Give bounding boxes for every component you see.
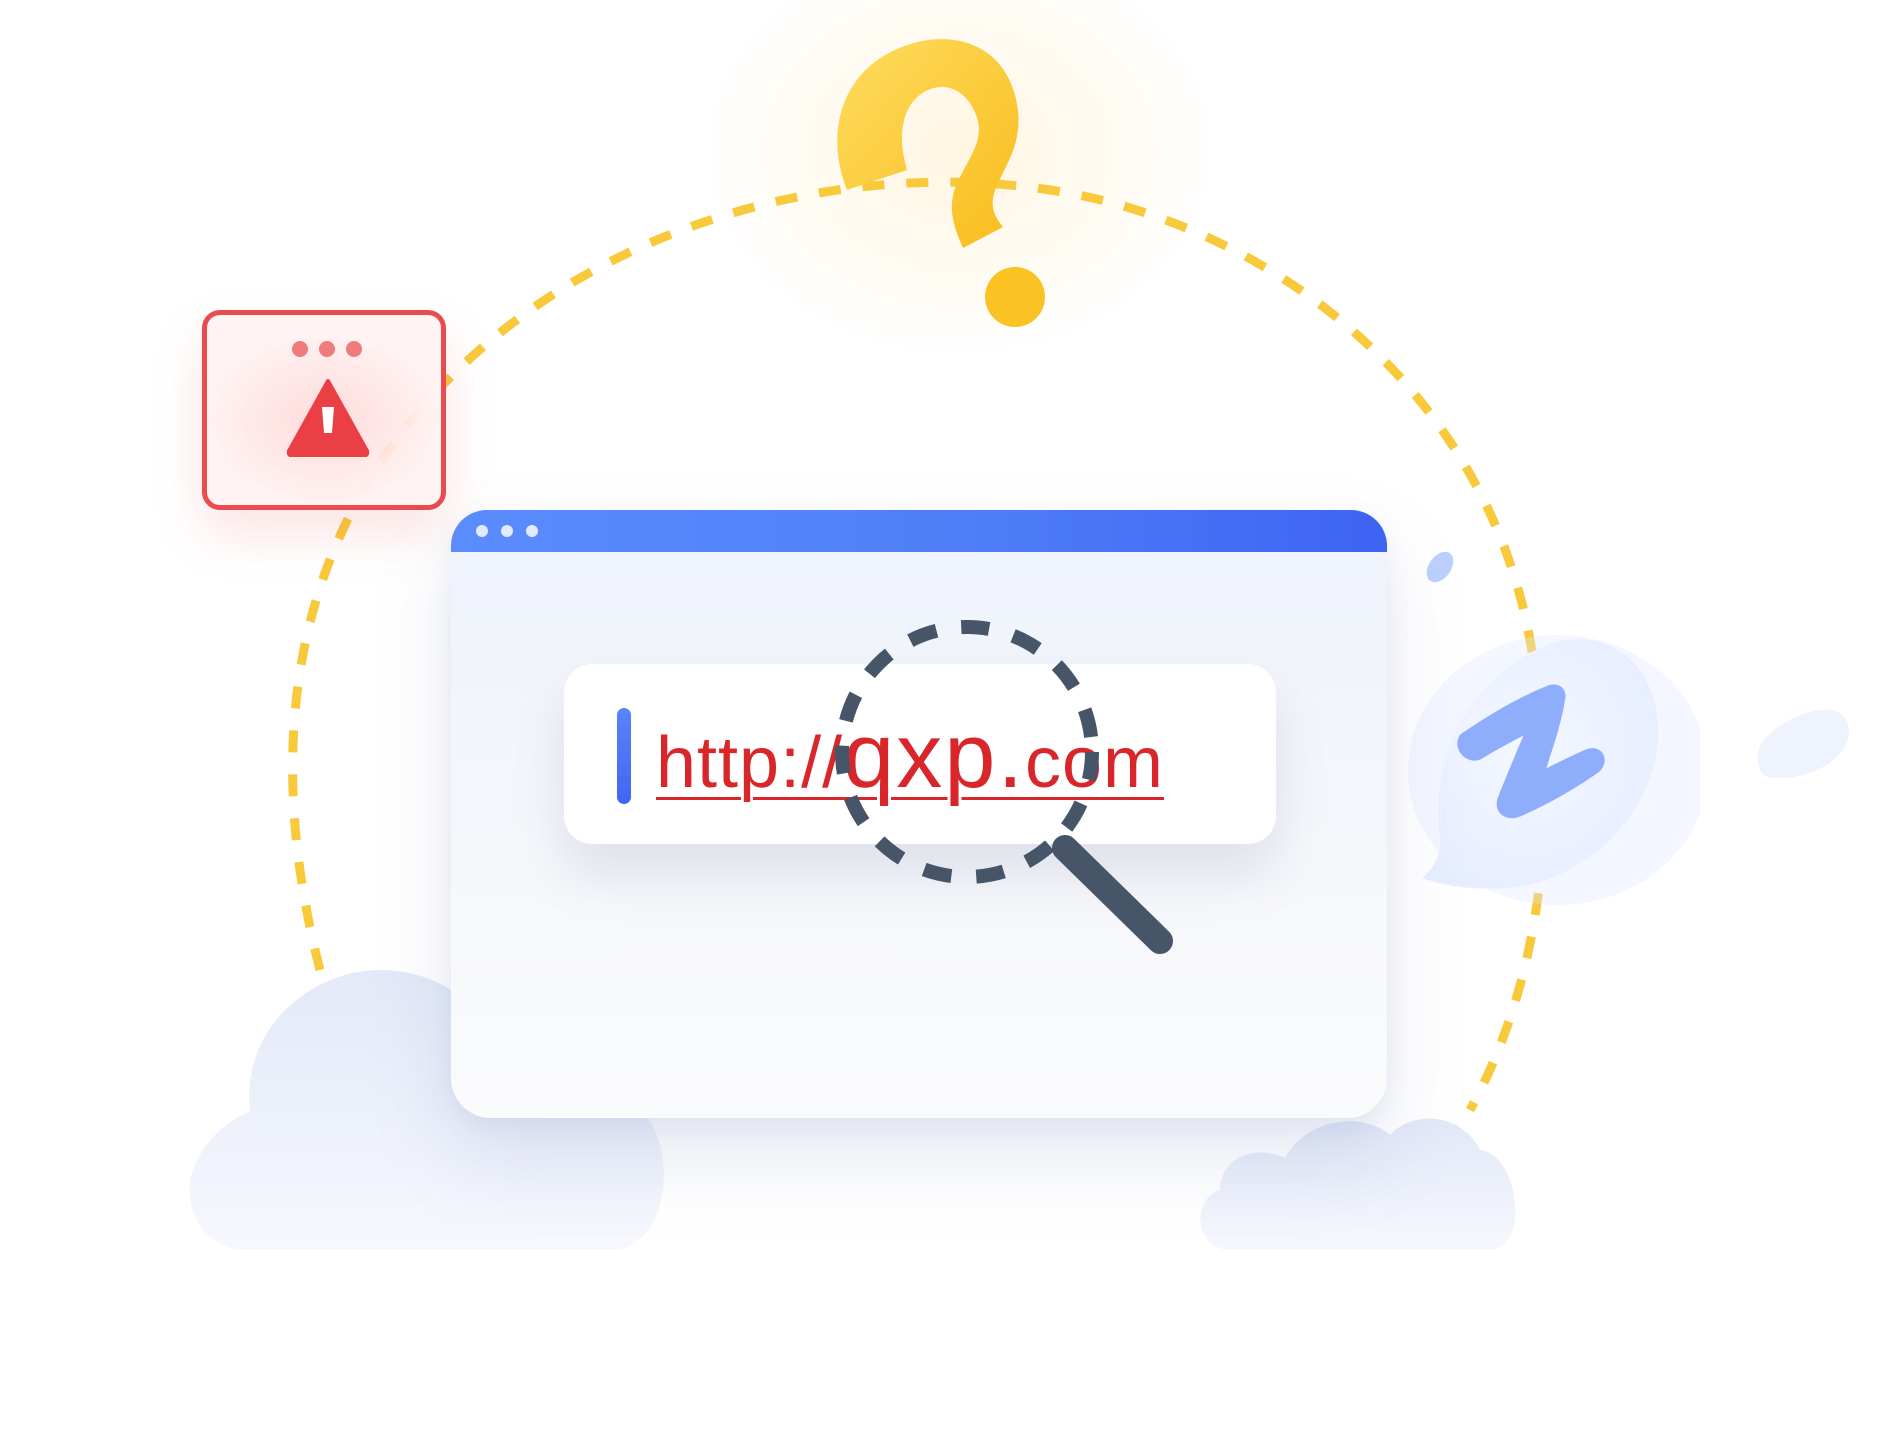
left-cloud: [189, 970, 664, 1250]
window-dot: [346, 341, 362, 357]
sleep-z-icon: [1457, 684, 1605, 819]
browser-title-bar: [451, 510, 1387, 552]
right-cloud: [1200, 1118, 1516, 1250]
text-cursor: [617, 708, 631, 804]
window-dot: [501, 525, 513, 537]
question-mark-icon: [837, 39, 1045, 327]
window-dot: [476, 525, 488, 537]
browser-window: http://qxp.com: [451, 510, 1387, 1118]
address-bar[interactable]: http://qxp.com: [564, 664, 1276, 844]
magnifying-glass-icon: [835, 620, 1173, 954]
sleep-bubble: [1408, 635, 1700, 905]
url-scheme: http://: [656, 723, 844, 803]
warning-window: [202, 310, 446, 510]
warning-triangle-icon: [286, 379, 370, 457]
url-domain: qxp.: [843, 705, 1026, 807]
url-text[interactable]: http://qxp.com: [656, 704, 1164, 814]
window-dot: [292, 341, 308, 357]
window-dot: [526, 525, 538, 537]
floating-blob-large: [1757, 709, 1850, 779]
floating-blob-small: [1426, 551, 1454, 583]
window-dot: [319, 341, 335, 357]
